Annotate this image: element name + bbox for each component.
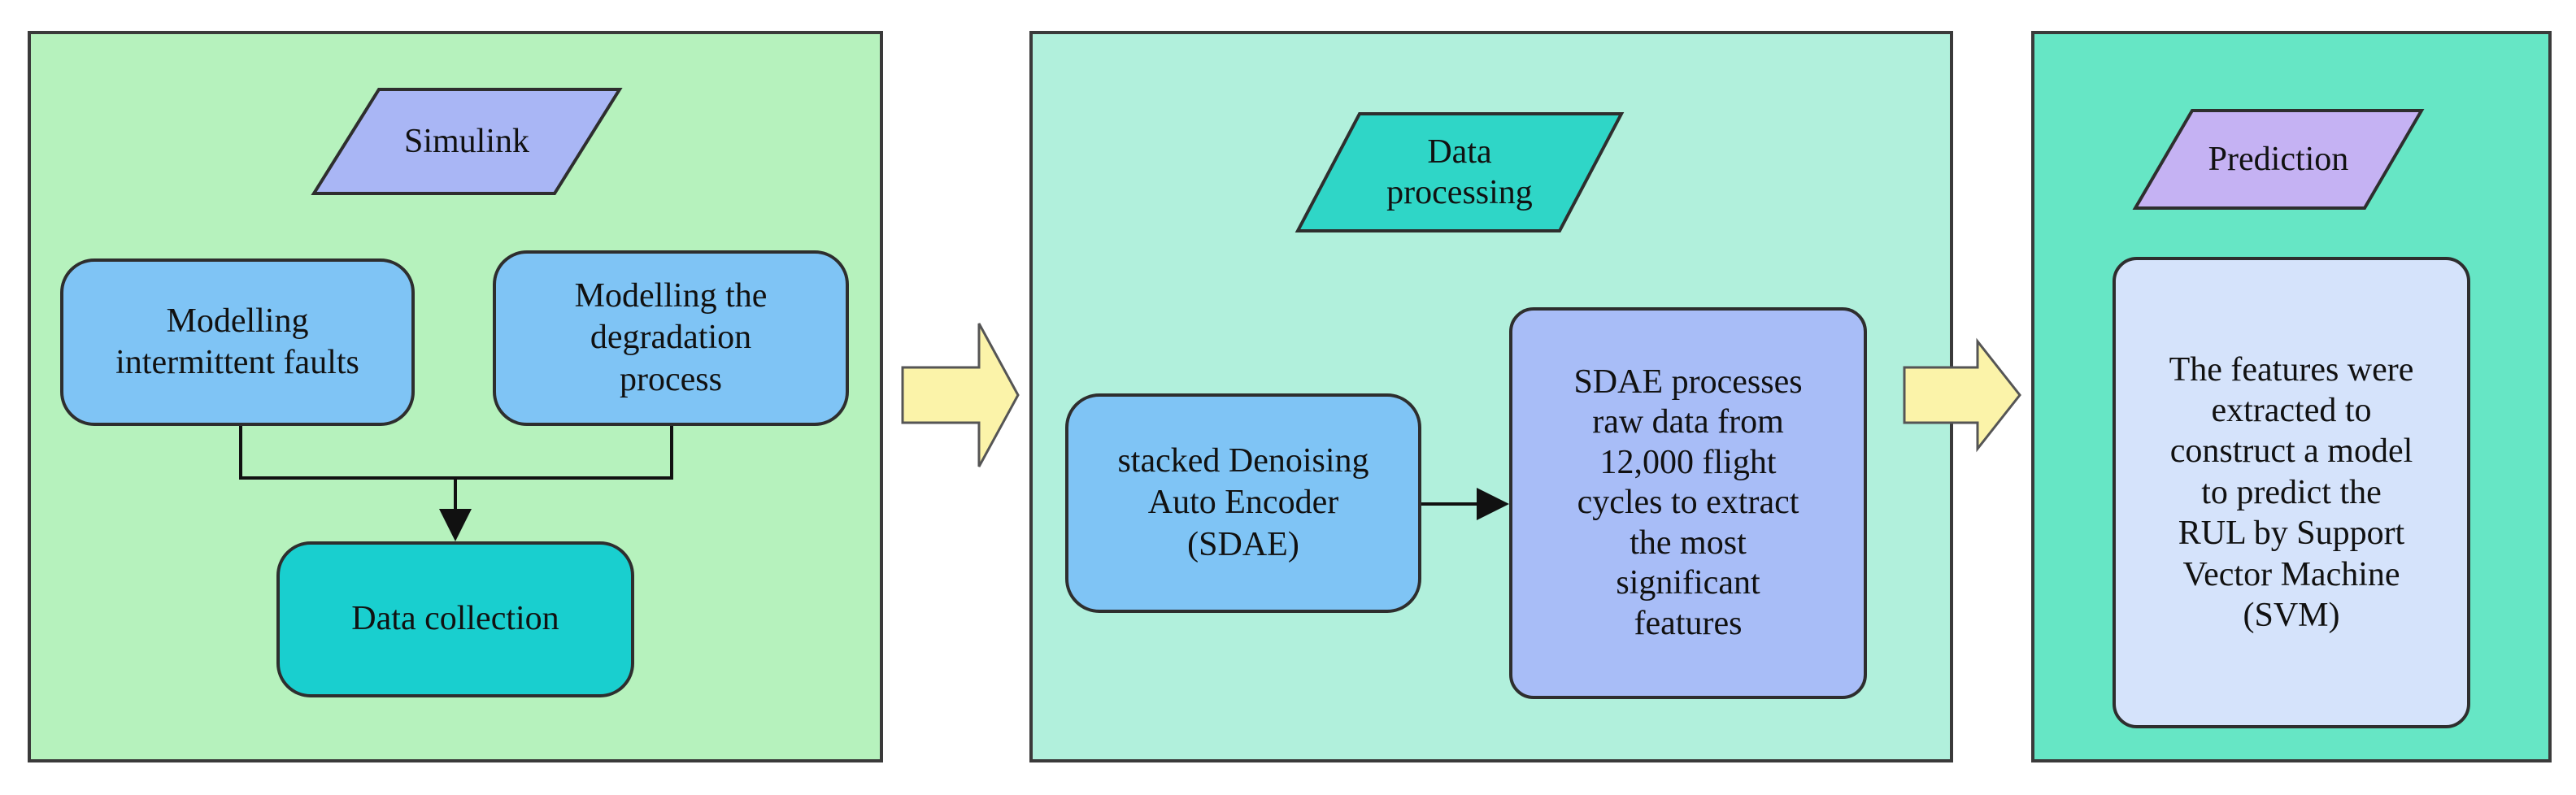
sdae-box: stacked Denoising Auto Encoder (SDAE) (1065, 393, 1421, 613)
data-processing-header-label: Data processing (1386, 132, 1533, 211)
simulink-header-label: Simulink (403, 122, 530, 160)
prediction-box: The features were extracted to construct… (2113, 257, 2470, 728)
big-arrow-1 (901, 323, 1020, 467)
modelling-degradation-process-box: Modelling the degradation process (493, 250, 849, 426)
modelling-intermittent-faults-box: Modelling intermittent faults (60, 258, 415, 426)
prediction-header-label: Prediction (2208, 140, 2349, 178)
data-collection-box: Data collection (276, 541, 634, 697)
sdae-output-box: SDAE processes raw data from 12,000 flig… (1509, 307, 1867, 699)
